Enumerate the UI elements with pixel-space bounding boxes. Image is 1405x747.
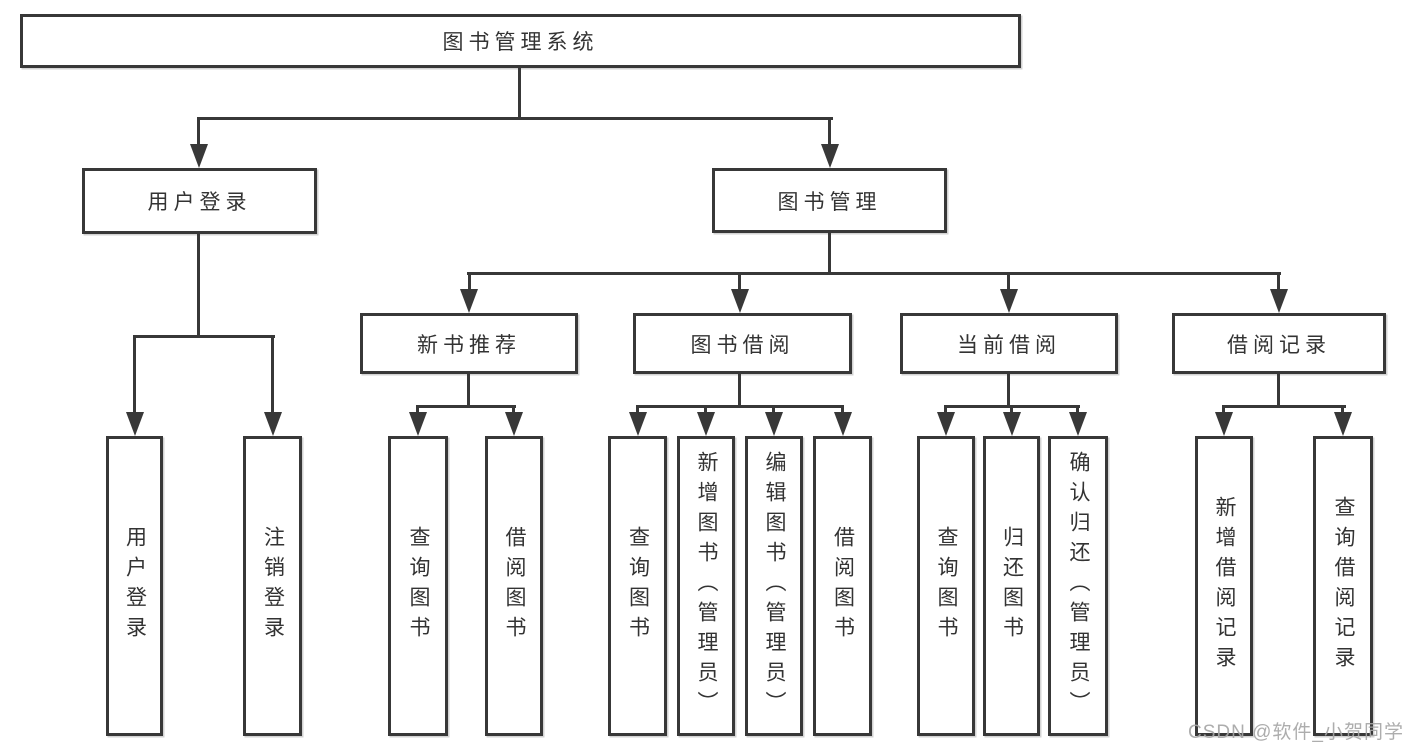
connector-drop-user-login (197, 117, 200, 150)
node-borrow-records-label: 借阅记录 (1227, 333, 1331, 357)
node-user-login-label: 用户登录 (147, 191, 252, 214)
leaf-add-borrow-record: 新增借阅记录 (1195, 436, 1253, 736)
arrow-down-icon (1069, 412, 1087, 436)
leaf-edit-book-admin: 编辑图书（管理员） (745, 436, 803, 736)
connector-current-borrow-stem (1007, 373, 1010, 407)
leaf-borrow-books-recommend: 借阅图书 (485, 436, 543, 736)
arrow-down-icon (505, 412, 523, 436)
leaf-borrow-books-borrow: 借阅图书 (813, 436, 872, 736)
node-new-book-recommend-label: 新书推荐 (417, 333, 521, 357)
connector-drop-leaf-login (133, 335, 136, 415)
connector-drop (636, 405, 639, 417)
arrow-down-icon (1334, 412, 1352, 436)
connector-book-borrow-rail (636, 405, 844, 408)
arrow-down-icon (697, 412, 715, 436)
arrow-down-icon (264, 412, 282, 436)
leaf-query-books-borrow: 查询图书 (608, 436, 667, 736)
leaf-query-books-current-label: 查询图书 (935, 526, 958, 646)
leaf-return-book: 归还图书 (983, 436, 1040, 736)
leaf-query-books-borrow-label: 查询图书 (626, 526, 650, 646)
connector-book-borrow-stem (738, 373, 741, 407)
connector-drop (512, 405, 515, 417)
node-new-book-recommend: 新书推荐 (360, 313, 578, 374)
arrow-down-icon (126, 412, 144, 436)
connector-borrow-records-stem (1277, 373, 1280, 407)
connector-drop (1341, 405, 1344, 417)
leaf-query-borrow-record-label: 查询借阅记录 (1332, 496, 1355, 676)
connector-drop (1076, 405, 1079, 417)
leaf-query-books-recommend: 查询图书 (388, 436, 448, 736)
connector-drop-new-book (468, 272, 471, 296)
leaf-borrow-books-recommend-label: 借阅图书 (503, 526, 526, 646)
connector-book-management-rail (467, 272, 1281, 275)
leaf-return-book-label: 归还图书 (1000, 526, 1024, 646)
connector-root-stem (518, 67, 521, 118)
node-current-borrow: 当前借阅 (900, 313, 1118, 374)
node-book-borrow: 图书借阅 (633, 313, 852, 374)
arrow-down-icon (937, 412, 955, 436)
arrow-down-icon (409, 412, 427, 436)
arrow-down-icon (1215, 412, 1233, 436)
connector-drop (416, 405, 419, 417)
node-user-login: 用户登录 (82, 168, 317, 234)
connector-drop-book-management (828, 117, 831, 150)
connector-drop (772, 405, 775, 417)
connector-drop (1010, 405, 1013, 417)
arrow-down-icon (460, 289, 478, 313)
node-book-management-label: 图书管理 (777, 190, 882, 214)
arrow-down-icon (1270, 289, 1288, 313)
node-library-system-label: 图书管理系统 (442, 31, 599, 54)
node-borrow-records: 借阅记录 (1172, 313, 1386, 374)
leaf-confirm-return-admin-label: 确认归还（管理员） (1067, 451, 1090, 721)
leaf-user-login-label: 用户登录 (123, 526, 147, 646)
arrow-down-icon (1003, 412, 1021, 436)
arrow-down-icon (821, 144, 839, 168)
leaf-query-books-current: 查询图书 (917, 436, 975, 736)
arrow-down-icon (765, 412, 783, 436)
connector-drop (841, 405, 844, 417)
connector-user-login-stem (197, 233, 200, 337)
connector-book-management-stem (828, 232, 831, 274)
leaf-add-book-admin-label: 新增图书（管理员） (695, 451, 718, 721)
leaf-add-book-admin: 新增图书（管理员） (677, 436, 735, 736)
leaf-logout: 注销登录 (243, 436, 302, 736)
connector-drop-book-borrow (738, 272, 741, 296)
connector-drop (1222, 405, 1225, 417)
connector-user-login-rail (133, 335, 275, 338)
connector-drop (704, 405, 707, 417)
connector-drop (944, 405, 947, 417)
leaf-edit-book-admin-label: 编辑图书（管理员） (763, 451, 786, 721)
leaf-logout-label: 注销登录 (261, 526, 285, 646)
connector-drop-current-borrow (1007, 272, 1010, 296)
arrow-down-icon (731, 289, 749, 313)
leaf-query-books-recommend-label: 查询图书 (407, 526, 430, 646)
connector-new-book-stem (467, 373, 470, 407)
leaf-borrow-books-borrow-label: 借阅图书 (831, 526, 855, 646)
arrow-down-icon (834, 412, 852, 436)
connector-new-book-rail (417, 405, 516, 408)
connector-borrow-records-rail (1222, 405, 1346, 408)
connector-drop-borrow-records (1277, 272, 1280, 296)
watermark: CSDN @软件_小贺同学 (1188, 722, 1404, 743)
arrow-down-icon (190, 144, 208, 168)
node-book-management: 图书管理 (712, 168, 947, 233)
arrow-down-icon (1000, 289, 1018, 313)
connector-drop-leaf-logout (271, 335, 274, 415)
arrow-down-icon (629, 412, 647, 436)
leaf-add-borrow-record-label: 新增借阅记录 (1213, 496, 1236, 676)
node-library-system: 图书管理系统 (20, 14, 1021, 68)
leaf-confirm-return-admin: 确认归还（管理员） (1048, 436, 1108, 736)
node-current-borrow-label: 当前借阅 (957, 333, 1061, 357)
leaf-query-borrow-record: 查询借阅记录 (1313, 436, 1373, 736)
leaf-user-login: 用户登录 (106, 436, 163, 736)
node-book-borrow-label: 图书借阅 (690, 333, 795, 357)
connector-root-rail (197, 117, 833, 120)
